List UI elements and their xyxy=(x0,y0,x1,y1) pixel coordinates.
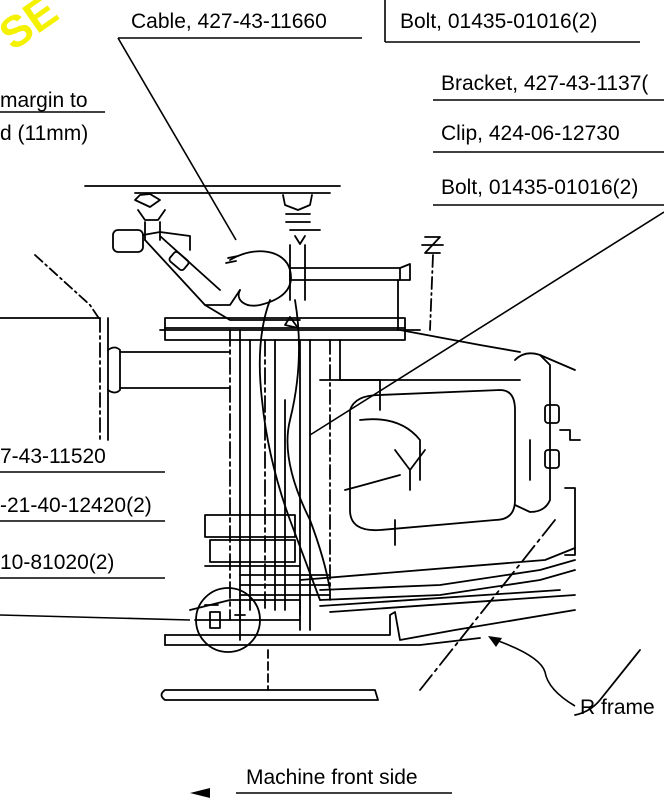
leader-r-frame xyxy=(489,637,576,707)
label-clip: Clip, 424-06-12730 xyxy=(441,122,620,145)
label-cable: Cable, 427-43-11660 xyxy=(131,10,327,33)
label-bolt-top: Bolt, 01435-01016(2) xyxy=(400,10,597,33)
label-margin-line1: margin to xyxy=(0,89,88,112)
arrow-r-frame xyxy=(488,636,502,647)
labels: Cable, 427-43-11660 Bolt, 01435-01016(2)… xyxy=(0,10,655,789)
leader-left-long xyxy=(0,614,191,621)
arrows xyxy=(190,636,502,798)
label-left-part-1: 7-43-11520 xyxy=(0,445,106,468)
label-margin-line2: d (11mm) xyxy=(0,122,88,145)
label-machine-front: Machine front side xyxy=(246,766,418,789)
leader-cable xyxy=(117,37,237,241)
label-bolt-mid: Bolt, 01435-01016(2) xyxy=(441,176,638,199)
mechanism-drawing xyxy=(0,185,641,716)
label-left-part-3: 10-81020(2) xyxy=(0,551,114,574)
watermark: SE xyxy=(0,0,67,60)
label-bracket: Bracket, 427-43-1137( xyxy=(441,72,648,95)
leader-bolt-mid xyxy=(309,211,664,436)
arrow-machine-front xyxy=(190,788,210,798)
label-left-part-2: -21-40-12420(2) xyxy=(0,494,152,517)
